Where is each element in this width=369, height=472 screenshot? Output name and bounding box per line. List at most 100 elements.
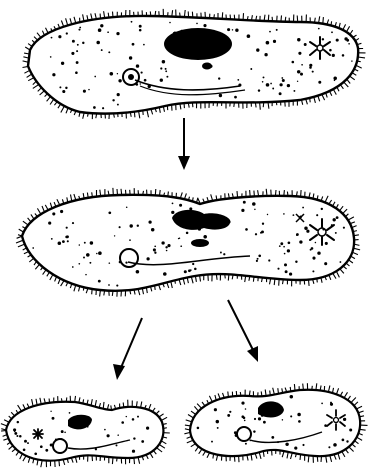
granule	[195, 40, 198, 43]
cilium	[333, 89, 336, 95]
granule	[102, 107, 104, 109]
granule	[136, 64, 139, 67]
cilium	[216, 195, 217, 200]
cilium	[225, 274, 226, 278]
granule	[50, 56, 52, 58]
granule	[285, 270, 288, 273]
granule	[289, 273, 292, 276]
granule	[312, 270, 314, 272]
cilium	[57, 199, 60, 205]
cilium	[28, 218, 31, 222]
cilium	[61, 21, 63, 27]
cilium	[309, 280, 310, 286]
granule	[285, 443, 288, 446]
granule	[273, 40, 276, 43]
cilium	[103, 402, 104, 409]
cilium	[191, 444, 196, 447]
cilium	[1, 424, 7, 426]
granule	[62, 90, 65, 93]
cilium	[356, 65, 362, 68]
granule	[227, 414, 230, 417]
cilium	[143, 191, 144, 195]
cilium	[36, 399, 37, 405]
granule	[66, 227, 68, 229]
cilium	[28, 78, 34, 81]
cilium	[336, 271, 339, 277]
cilium	[338, 453, 340, 460]
cilium	[16, 410, 18, 413]
cilium	[254, 191, 255, 197]
granule	[166, 250, 168, 252]
cilium	[61, 280, 65, 286]
granule	[263, 421, 266, 424]
granule	[48, 222, 51, 225]
granule	[297, 38, 300, 41]
dividing-contractile-vacuole	[310, 219, 334, 245]
granule	[52, 73, 55, 76]
cilium	[351, 398, 356, 403]
granule	[162, 60, 165, 63]
granule	[180, 245, 182, 247]
granule	[86, 253, 90, 257]
granule	[129, 239, 131, 241]
granule	[324, 424, 327, 427]
granule	[284, 253, 286, 255]
granule	[52, 417, 55, 420]
cilium	[342, 451, 345, 457]
granule	[322, 228, 324, 230]
granule	[262, 81, 264, 83]
granule	[276, 29, 278, 31]
cilium	[46, 28, 49, 34]
daughter-left-paramecium	[1, 396, 170, 467]
granule	[55, 438, 57, 440]
parent-food-vacuole-core	[128, 74, 134, 80]
granule	[61, 430, 64, 433]
cilium	[112, 291, 113, 296]
granule	[194, 268, 197, 271]
cilium	[111, 405, 112, 410]
granule	[241, 402, 244, 405]
granule	[227, 28, 230, 31]
granule	[262, 223, 264, 225]
granule	[302, 207, 304, 209]
cilium	[20, 454, 23, 459]
granule	[83, 90, 86, 93]
granule	[121, 421, 124, 424]
granule	[119, 226, 121, 228]
granule	[87, 426, 89, 428]
granule	[235, 29, 238, 32]
granule	[151, 228, 154, 231]
granule	[70, 418, 73, 421]
cilium	[159, 414, 164, 417]
granule	[16, 435, 18, 437]
cilium	[159, 445, 165, 449]
granule	[304, 226, 307, 229]
granule	[117, 434, 119, 436]
granule	[332, 54, 335, 57]
granule	[107, 434, 110, 437]
granule	[256, 48, 259, 51]
daughter-left-contractile-vacuole	[33, 429, 43, 439]
granule	[258, 417, 261, 420]
granule	[64, 432, 66, 434]
granule	[60, 210, 63, 213]
granule	[19, 435, 22, 438]
cilium	[134, 112, 135, 118]
granule	[300, 73, 303, 76]
cilium	[347, 79, 351, 83]
cilium	[274, 279, 275, 285]
cilium	[95, 400, 96, 407]
granule	[143, 44, 145, 46]
cilium	[203, 451, 206, 456]
granule	[245, 408, 247, 410]
granule	[290, 415, 292, 417]
cilium	[29, 258, 34, 262]
daughter-left-cell-outline	[6, 402, 163, 461]
granule	[34, 452, 37, 455]
cilium	[197, 404, 202, 409]
granule	[258, 254, 261, 257]
granule	[223, 253, 225, 255]
granule	[245, 228, 248, 231]
granule	[88, 89, 89, 90]
granule	[339, 261, 341, 263]
